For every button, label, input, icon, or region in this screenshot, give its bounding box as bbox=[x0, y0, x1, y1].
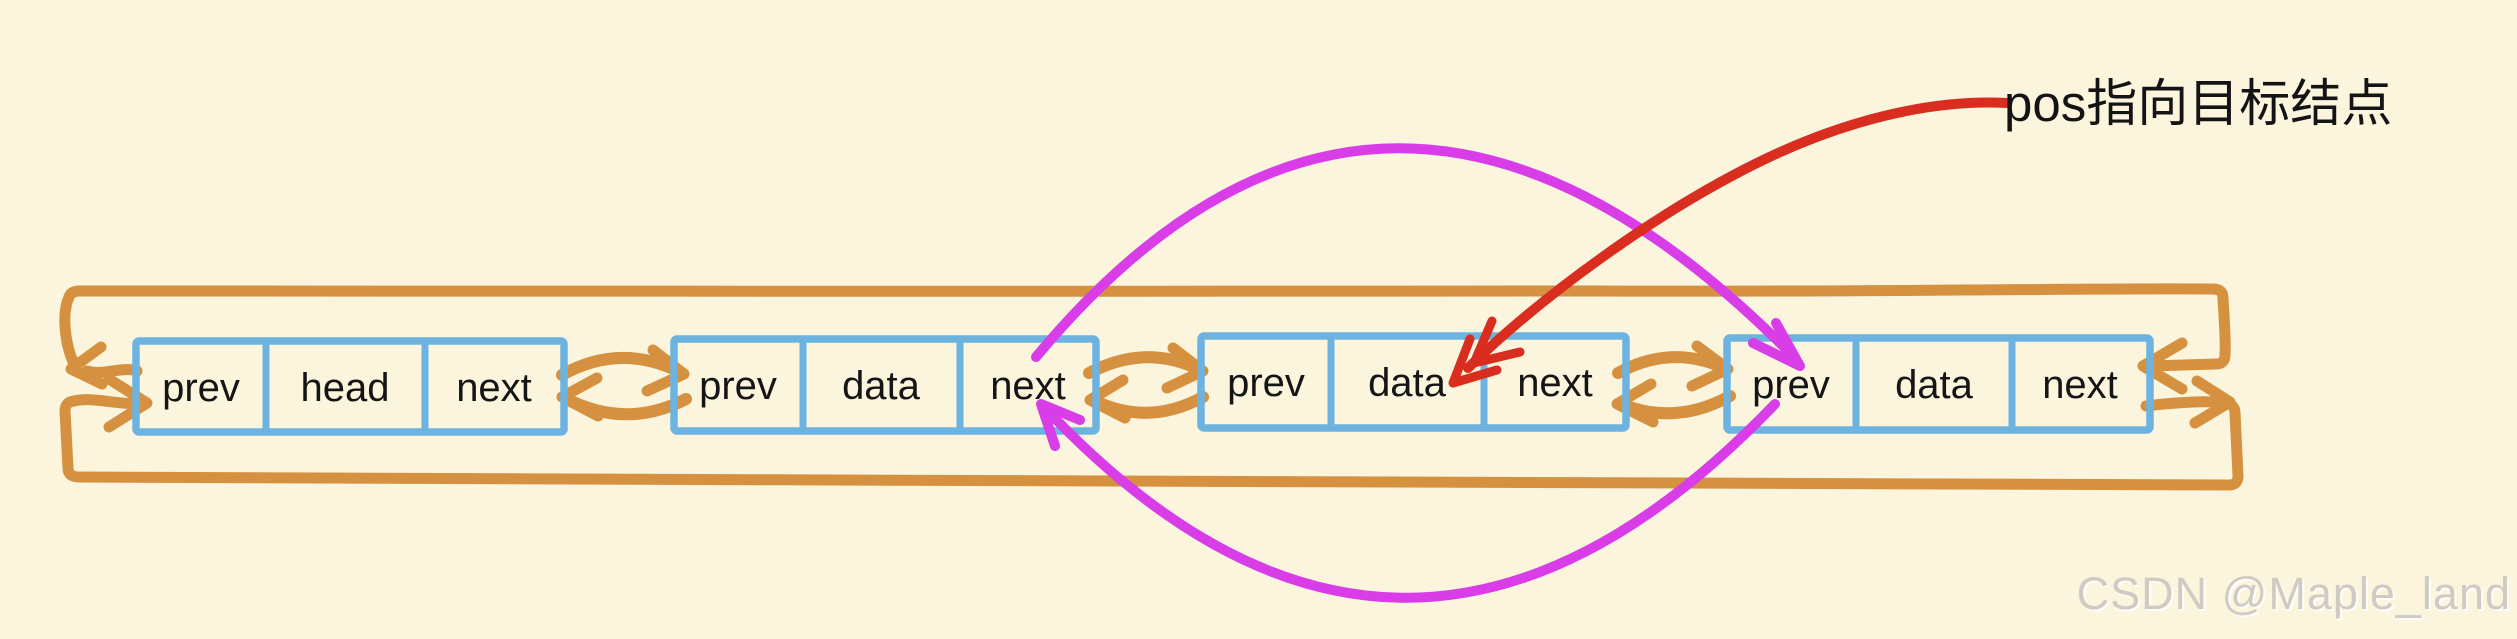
bypass-bottom-arrowhead-icon bbox=[1036, 399, 1085, 451]
node-box bbox=[132, 337, 568, 436]
pos-arrow-curve bbox=[1463, 97, 2012, 373]
cell-label-prev: prev bbox=[162, 366, 240, 410]
watermark: CSDN @Maple_land CSDN @Maple_land bbox=[2077, 568, 2513, 621]
node-3-target: prev data next bbox=[1197, 332, 1630, 432]
cell-label-data: data bbox=[1895, 363, 1974, 407]
link-pair-node1-node2 bbox=[556, 344, 692, 422]
watermark-shadow-text: CSDN @Maple_land bbox=[2079, 570, 2513, 621]
bypass-top-curve bbox=[1031, 143, 1798, 362]
node-box bbox=[1723, 334, 2154, 434]
cell-label-next: next bbox=[1517, 361, 1593, 405]
cell-label-next: next bbox=[990, 364, 1066, 408]
pos-arrowhead-second-barb-icon bbox=[1469, 316, 1525, 368]
node-head: prev head next bbox=[132, 337, 568, 436]
node-4-tail: prev data next bbox=[1723, 334, 2154, 434]
cell-label-next: next bbox=[456, 366, 532, 410]
bottom-left-arrowhead-icon bbox=[103, 373, 153, 433]
forward-arrowhead-icon bbox=[641, 344, 690, 397]
cell-label-prev: prev bbox=[1752, 363, 1830, 407]
node-box bbox=[670, 335, 1100, 435]
head-prev-exit-stroke bbox=[81, 364, 143, 378]
bypass-bottom-curve bbox=[1039, 399, 1780, 603]
link-pair-node3-node4 bbox=[1611, 340, 1736, 428]
link-pair-node2-node3 bbox=[1083, 342, 1209, 424]
bottom-right-arrowhead-icon bbox=[2189, 375, 2236, 429]
bypass-arrows bbox=[1031, 143, 1805, 603]
cell-label-head: head bbox=[301, 366, 390, 410]
backward-arrowhead-icon bbox=[1084, 374, 1131, 424]
watermark-text: CSDN @Maple_land bbox=[2077, 568, 2511, 619]
pos-arrowhead-icon bbox=[1448, 334, 1502, 388]
top-right-arrowhead-icon bbox=[2137, 337, 2188, 395]
node-2: prev data next bbox=[670, 335, 1100, 435]
bypass-top-arrowhead-icon bbox=[1748, 318, 1805, 371]
cell-label-next: next bbox=[2042, 363, 2118, 407]
backward-arrowhead-icon bbox=[1611, 378, 1659, 428]
node-box bbox=[1197, 332, 1630, 432]
pos-annotation-label: pos指向目标结点 bbox=[2004, 75, 2392, 132]
top-left-arrowhead-icon bbox=[65, 341, 108, 390]
pos-pointer: pos指向目标结点 bbox=[1448, 75, 2392, 388]
cell-label-prev: prev bbox=[1227, 361, 1305, 405]
cell-label-prev: prev bbox=[699, 364, 777, 408]
cell-label-data: data bbox=[1368, 361, 1447, 405]
cell-label-data: data bbox=[842, 364, 921, 408]
